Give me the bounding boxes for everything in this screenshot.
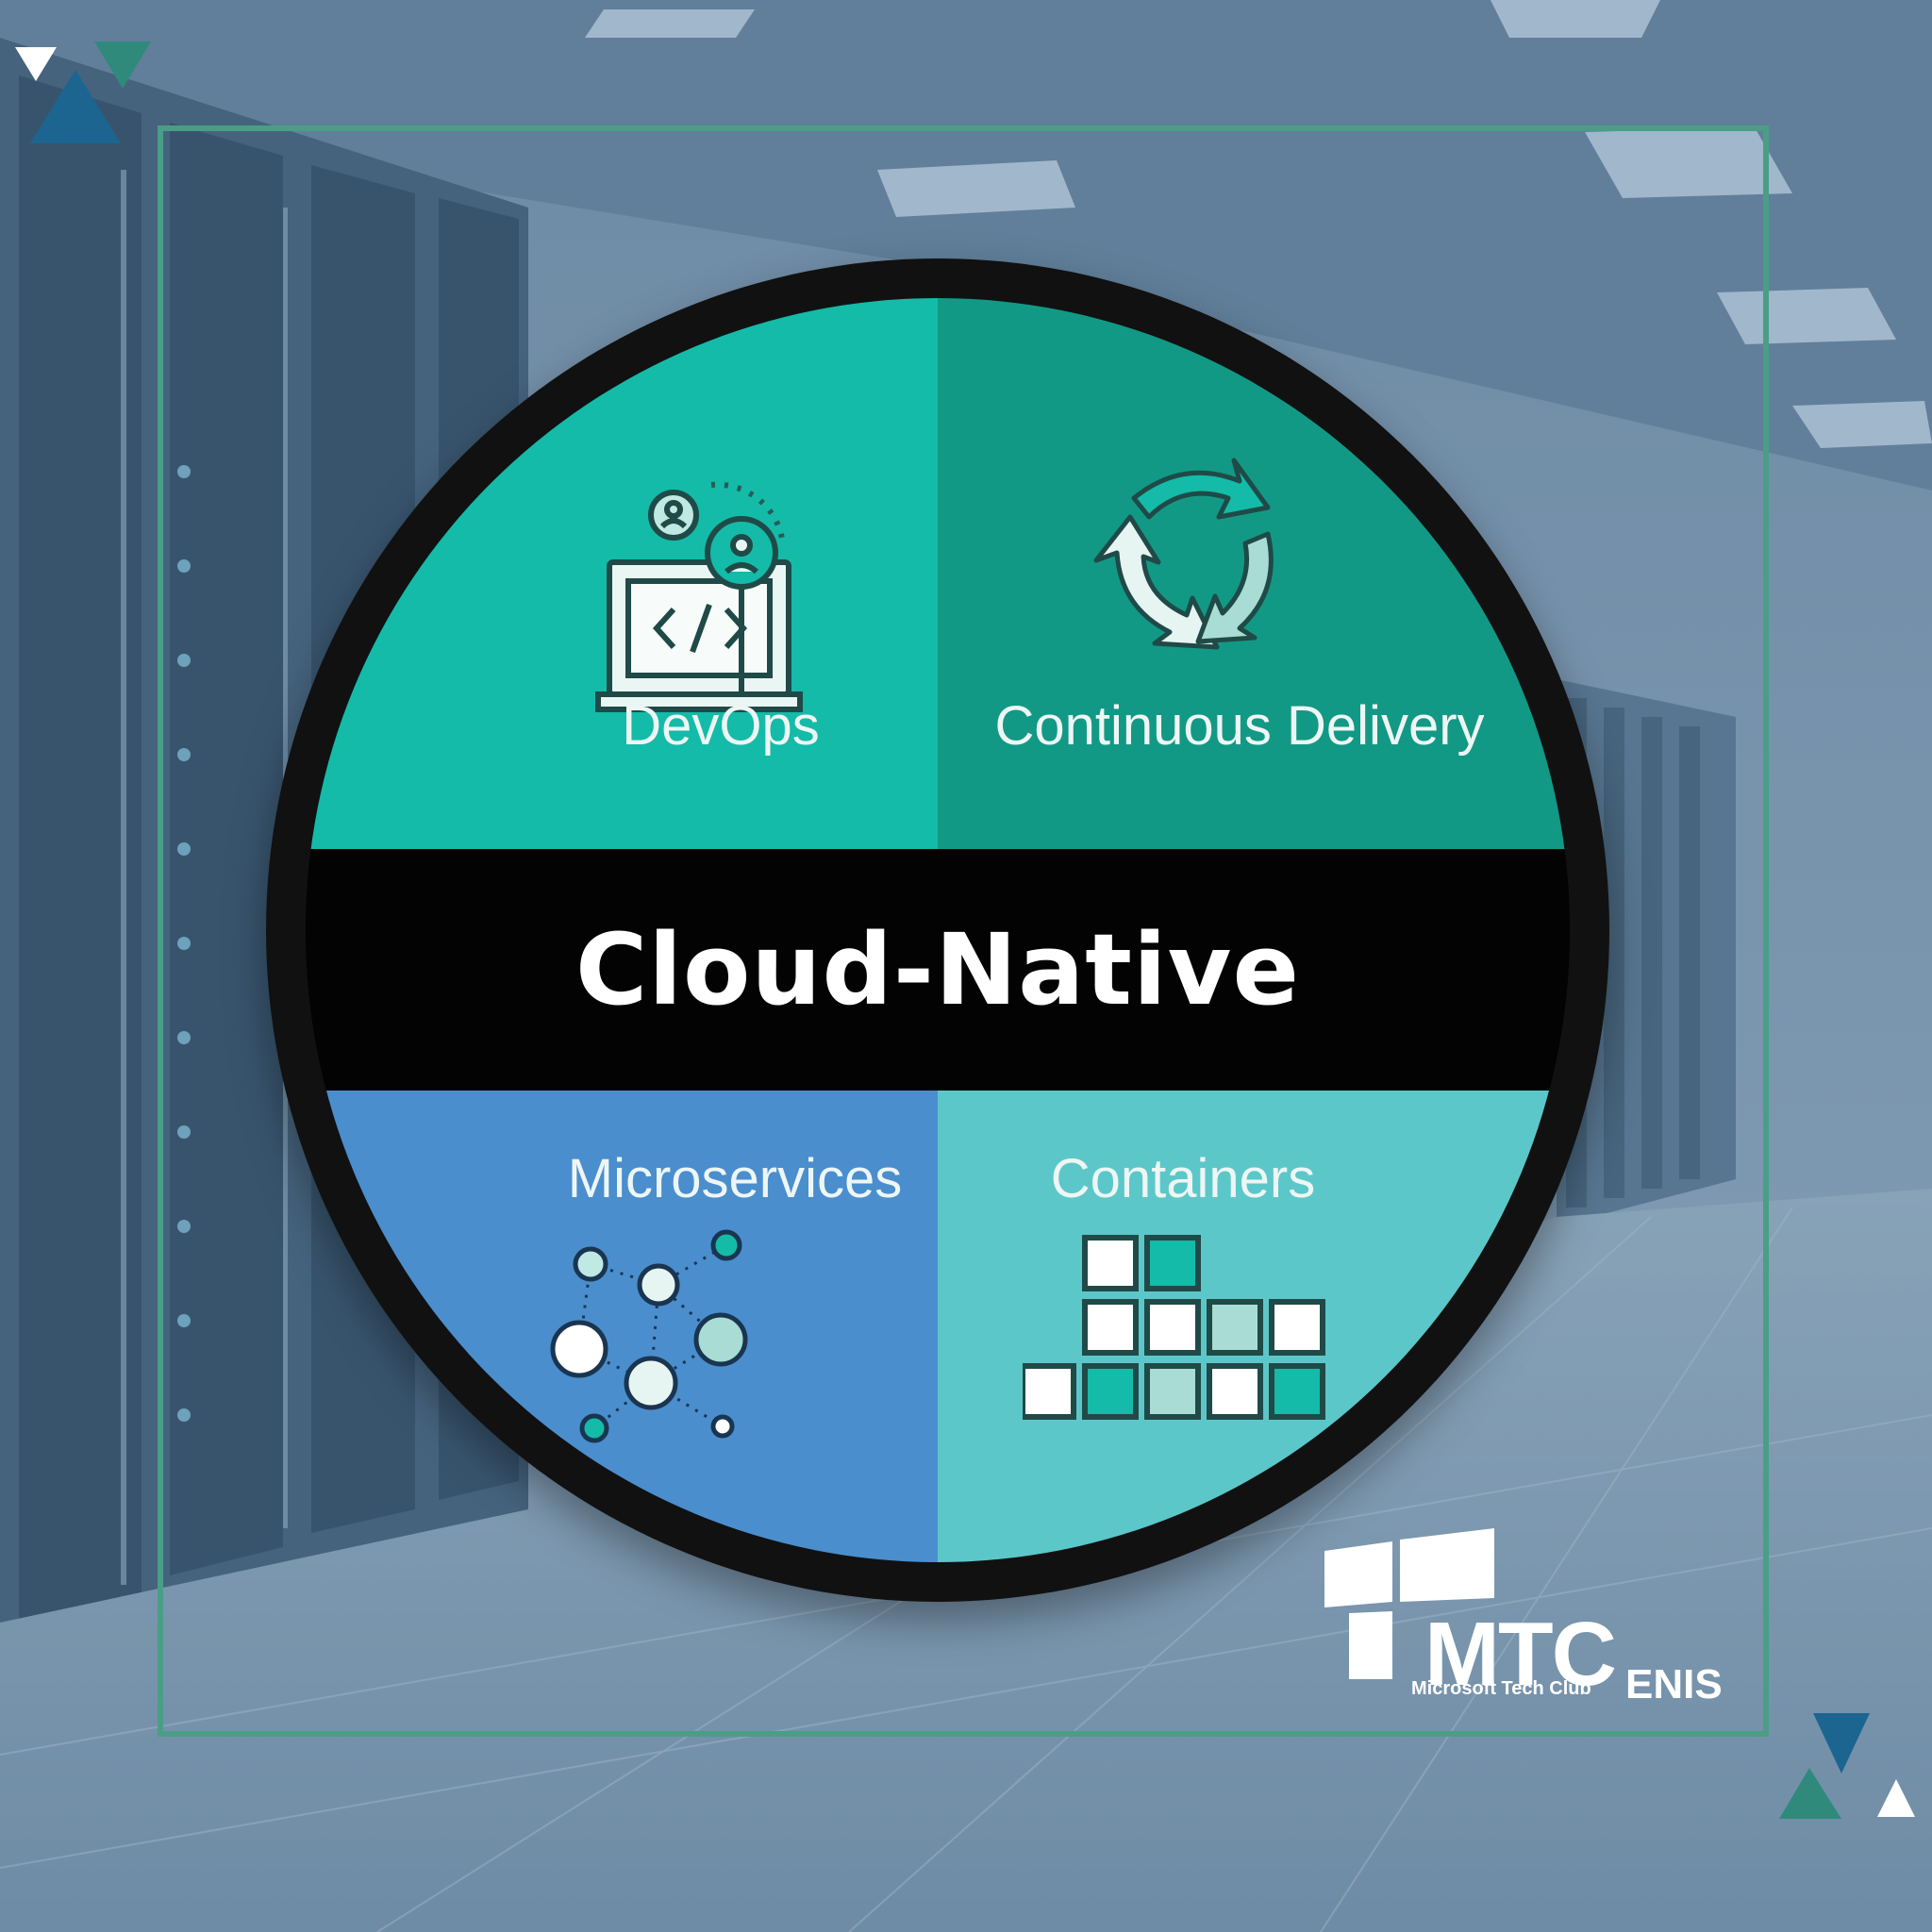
quadrant-label-containers: Containers (1050, 1148, 1316, 1209)
cloud-native-diagram: DevOps Continuous Delivery Cloud-Native … (266, 258, 1609, 1602)
quadrant-containers: Containers (938, 1091, 1570, 1562)
quadrant-devops: DevOps (306, 298, 938, 849)
diagram-disc: DevOps Continuous Delivery Cloud-Native … (306, 298, 1570, 1562)
center-title: Cloud-Native (575, 912, 1300, 1027)
quadrant-continuous-delivery: Continuous Delivery (938, 298, 1570, 849)
stacked-blocks-icon (1023, 1235, 1325, 1420)
green-frame (158, 125, 1769, 1737)
windows-logo-mark (1324, 1528, 1494, 1679)
logo-subtitle: Microsoft Tech Club (1411, 1678, 1591, 1699)
logo-suffix: ENIS (1625, 1661, 1723, 1707)
logo-wordmark: MTC (1424, 1604, 1617, 1705)
quadrant-label-devops: DevOps (622, 695, 820, 757)
corner-triangles-decoration (1779, 1713, 1915, 1819)
quadrant-microservices: Microservices (306, 1091, 938, 1562)
network-nodes-icon (550, 1229, 748, 1443)
quadrant-label-continuous-delivery: Continuous Delivery (994, 695, 1485, 757)
laptop-code-icon (595, 481, 803, 712)
quadrant-label-microservices: Microservices (567, 1148, 903, 1209)
cycle-arrows-icon (1093, 458, 1274, 650)
center-band: Cloud-Native (306, 849, 1570, 1091)
corner-triangles-decoration (15, 42, 151, 143)
mtc-enis-logo: MTC ENIS Microsoft Tech Club (1321, 1528, 1755, 1717)
